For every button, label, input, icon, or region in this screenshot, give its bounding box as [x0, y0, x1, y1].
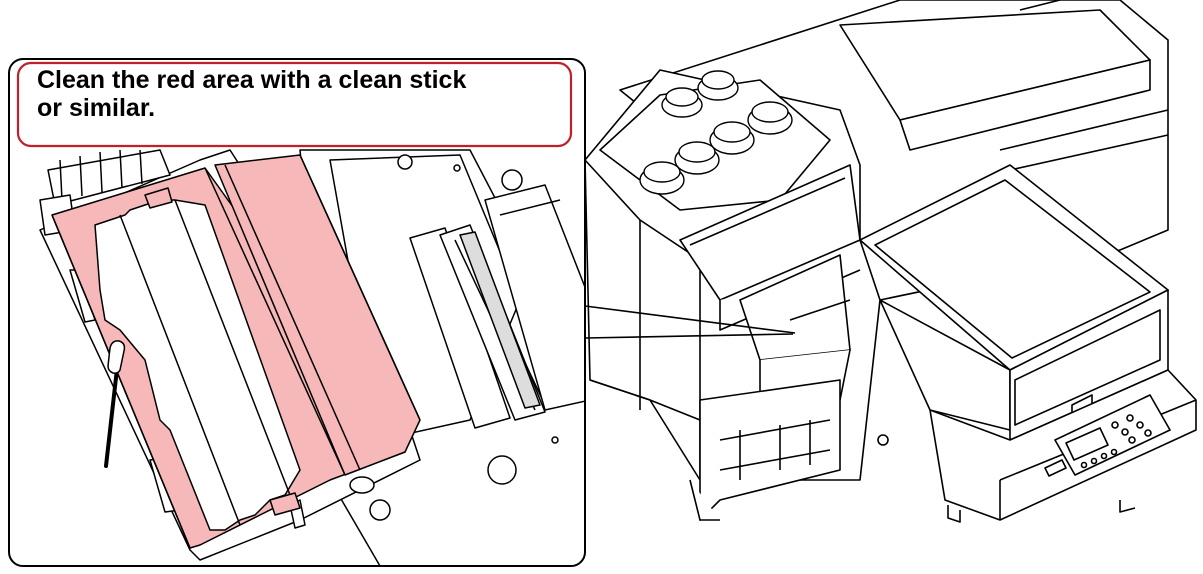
instruction-callout-box: [16, 61, 573, 148]
callout-pointer: [584, 305, 796, 339]
printer-machine-illustration: [584, 0, 1197, 523]
head-cleaning-area-illustration: [39, 149, 585, 566]
swab-stick-icon: [104, 340, 126, 468]
detail-panel-frame: [8, 58, 586, 567]
instruction-text: Clean the red area with a clean stick or…: [37, 66, 467, 122]
